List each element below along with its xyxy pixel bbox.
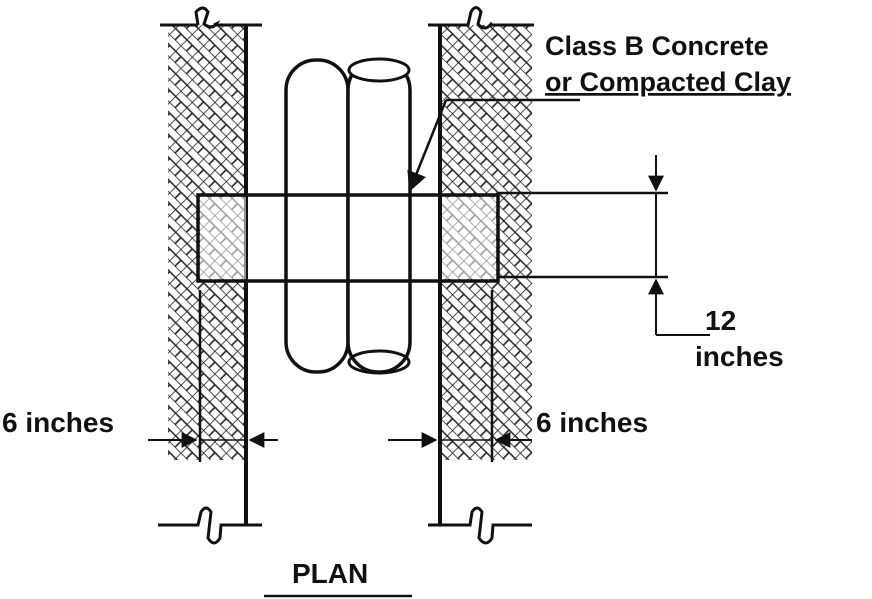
pipe-right-top-end	[347, 57, 411, 83]
dimension-right-label: 6 inches	[536, 407, 648, 438]
dimension-12-unit: inches	[695, 341, 784, 372]
dimension-right-6-inches	[388, 290, 532, 462]
pipe-left	[284, 58, 350, 374]
dimension-left-6-inches	[148, 290, 278, 462]
dimension-12-inches	[498, 155, 710, 336]
dimension-left-label: 6 inches	[2, 407, 114, 438]
concrete-collar	[196, 193, 500, 283]
pipe-right-bottom-end	[347, 349, 411, 375]
view-title: PLAN	[292, 558, 368, 589]
dimension-12-value: 12	[705, 305, 736, 336]
pipes	[284, 57, 412, 375]
material-leader-arrow	[407, 99, 448, 192]
pipe-right	[346, 58, 412, 374]
material-label-line2: or Compacted Clay	[545, 67, 791, 97]
material-label-line1: Class B Concrete	[545, 31, 769, 61]
